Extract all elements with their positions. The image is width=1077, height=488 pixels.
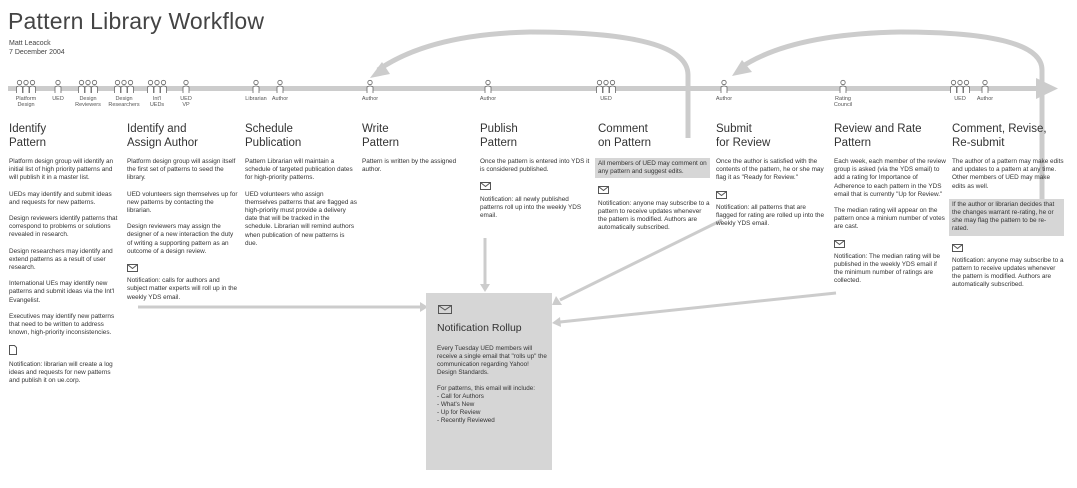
role-label: UED	[600, 96, 612, 102]
rate-to-rollup-arrow	[559, 291, 837, 324]
role-label: Author	[271, 96, 289, 102]
role-label: Design Reviewers	[75, 96, 101, 108]
role-label: Librarian	[245, 96, 267, 102]
envelope-icon	[834, 239, 946, 251]
role-label: Design Researchers	[108, 96, 140, 108]
assign-to-rollup-arrowhead	[420, 302, 428, 312]
step-paragraph: Pattern is written by the assigned autho…	[362, 158, 457, 174]
notification-text: Notification: all patterns that are flag…	[716, 203, 825, 228]
step-highlight: All members of UED may comment on any pa…	[595, 158, 710, 179]
rollup-title: Notification Rollup	[437, 322, 522, 334]
step-highlight: If the author or librarian decides that …	[949, 198, 1064, 236]
role-label: Author	[361, 96, 379, 102]
step-paragraph: Pattern Librarian will maintain a schedu…	[245, 158, 353, 182]
comment-to-write-arrowhead	[370, 62, 390, 78]
timeline-bar	[8, 86, 1038, 91]
step-paragraph: International UEs may identify new patte…	[9, 280, 115, 304]
revise-to-submit-arrow	[738, 29, 1045, 207]
envelope-icon	[438, 305, 452, 314]
step-paragraph: UED volunteers who assign themselves pat…	[245, 190, 357, 247]
step-title: Identify and Assign Author	[127, 123, 198, 149]
step-title: Comment, Revise, Re-submit	[952, 123, 1047, 149]
comment-to-write-arrow	[376, 29, 691, 138]
step-title: Review and Rate Pattern	[834, 123, 922, 149]
step-notification: Notification: anyone may subscribe to a …	[598, 186, 710, 232]
submit-to-rollup-arrow	[559, 218, 723, 302]
notification-text: Notification: anyone may subscribe to a …	[952, 256, 1064, 289]
role-label: UED	[954, 96, 966, 102]
step-notification: Notification: calls for authors and subj…	[127, 264, 239, 302]
publish-to-rollup-arrowhead	[480, 284, 490, 292]
step-notification: Notification: all newly published patter…	[480, 182, 592, 220]
step-paragraph: Once the pattern is entered into YDS it …	[480, 158, 590, 174]
submit-to-rollup-arrowhead	[552, 296, 562, 305]
timeline-arrowhead	[1036, 78, 1058, 99]
step-paragraph: UED volunteers sign themselves up for ne…	[127, 190, 238, 215]
envelope-icon	[598, 186, 710, 197]
step-title: Schedule Publication	[245, 123, 302, 149]
step-title: Identify Pattern	[9, 123, 47, 149]
revise-to-submit-arrowhead	[732, 60, 752, 76]
step-title: Write Pattern	[362, 123, 400, 149]
notification-text: Notification: calls for authors and subj…	[127, 277, 238, 301]
envelope-icon	[480, 182, 592, 193]
step-title: Publish Pattern	[480, 123, 518, 149]
role-label: UED	[52, 96, 64, 102]
step-title: Submit for Review	[716, 123, 771, 149]
step-paragraph: Executives may identify new patterns tha…	[9, 312, 115, 337]
rate-to-rollup-arrowhead	[552, 317, 561, 327]
notification-text: Notification: The median rating will be …	[834, 252, 941, 285]
step-paragraph: Platform design group will identify an i…	[9, 158, 114, 182]
step-paragraph: The median rating will appear on the pat…	[834, 207, 945, 231]
envelope-icon	[127, 264, 239, 275]
step-paragraph: Platform design group will assign itself…	[127, 158, 236, 182]
step-paragraph: The author of a pattern may make edits a…	[952, 158, 1064, 190]
step-notification: Notification: librarian will create a lo…	[9, 345, 119, 385]
rollup-list: - Call for Authors - What's New - Up for…	[437, 393, 547, 425]
author-name: Matt Leacock	[9, 40, 51, 47]
step-notification: Notification: The median rating will be …	[834, 239, 946, 286]
document-icon	[9, 345, 119, 358]
role-label: Author	[479, 96, 497, 102]
rollup-list-item: - What's New	[437, 401, 475, 408]
envelope-icon	[716, 190, 828, 202]
step-title: Comment on Pattern	[598, 123, 652, 149]
role-label: UED VP	[180, 96, 192, 108]
notification-rollup-box: Notification Rollup Every Tuesday UED me…	[426, 293, 552, 470]
notification-text: Notification: librarian will create a lo…	[9, 360, 113, 385]
rollup-list-item: - Call for Authors	[437, 393, 484, 400]
step-notification: Notification: anyone may subscribe to a …	[952, 243, 1064, 290]
envelope-icon	[952, 243, 1064, 255]
notification-text: Notification: anyone may subscribe to a …	[598, 199, 710, 232]
step-paragraph: Design reviewers identify patterns that …	[9, 215, 118, 239]
step-paragraph: UEDs may identify and submit ideas and r…	[9, 190, 112, 206]
step-paragraph: Design reviewers may assign the designer…	[127, 223, 234, 255]
step-paragraph: Design researchers may identify and exte…	[9, 247, 113, 272]
rollup-list-item: - Up for Review	[437, 409, 481, 416]
rollup-list-intro: For patterns, this email will include:	[437, 385, 535, 392]
role-label: Int'l UEDs	[149, 96, 165, 108]
diagram-title: Pattern Library Workflow	[8, 8, 265, 34]
role-label: Platform Design	[15, 96, 37, 108]
role-label: Author	[715, 96, 733, 102]
step-notification: Notification: all patterns that are flag…	[716, 190, 828, 229]
role-label: Author	[976, 96, 994, 102]
step-paragraph: Each week, each member of the review gro…	[834, 158, 946, 198]
role-label: Rating Council	[833, 96, 853, 108]
rollup-list-item: - Recently Reviewed	[437, 417, 495, 424]
step-paragraph: Once the author is satisfied with the co…	[716, 158, 824, 182]
date: 7 December 2004	[9, 49, 65, 56]
rollup-intro: Every Tuesday UED members will receive a…	[437, 345, 547, 376]
notification-text: Notification: all newly published patter…	[480, 195, 582, 220]
